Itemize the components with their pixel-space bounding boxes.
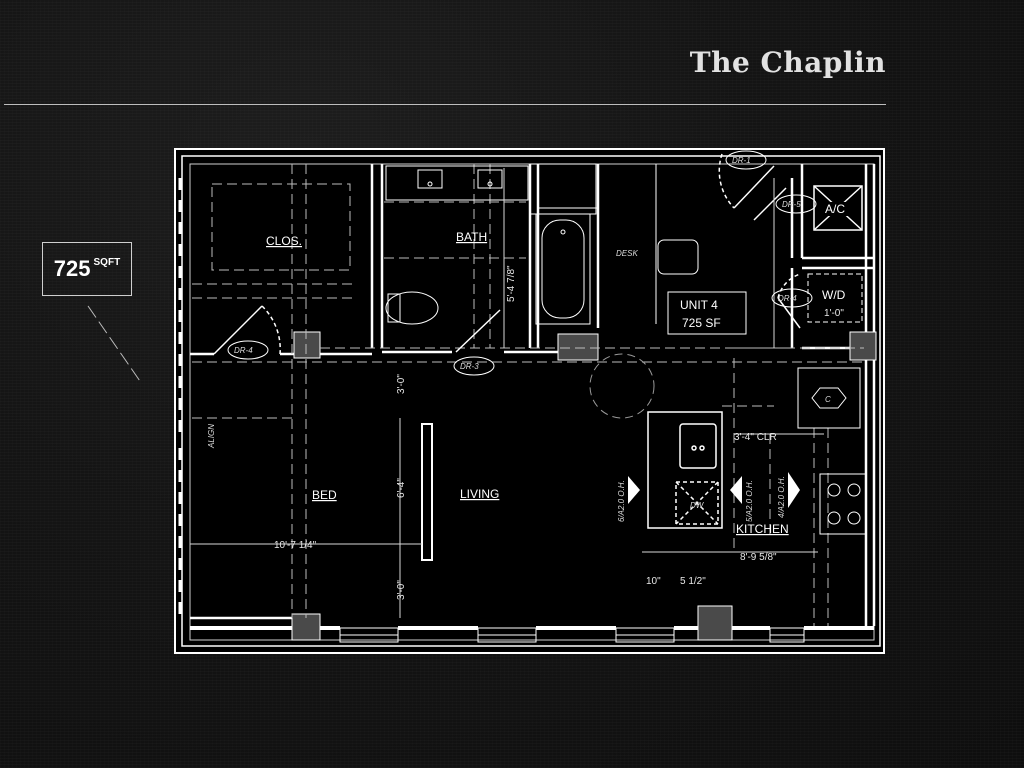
closet-hexagon [797, 367, 861, 429]
door-tag-dr4-left: DR-4 [234, 346, 253, 355]
door-tag-dr4-right: DR-4 [778, 294, 797, 303]
sqft-number: 725 [53, 256, 91, 281]
dim-bath-depth: 5'-4 7/8" [506, 265, 517, 302]
label-align: ALIGN [207, 424, 216, 449]
unit-label-box [667, 291, 747, 335]
dim-kitchen-clr: 3'-4" CLR [734, 432, 777, 443]
room-label-bath: BATH [456, 230, 487, 244]
label-dishwasher: DW [690, 501, 705, 510]
structural-columns [291, 331, 877, 641]
dim-wall-gap: 3'-0" [396, 374, 407, 394]
dim-wall-height: 6'-4" [396, 478, 407, 498]
cooktop [819, 473, 867, 535]
label-ac: A/C [825, 202, 845, 216]
partition-wall [421, 423, 433, 561]
door-tag-dr5: DR-5 [782, 200, 801, 209]
dashed-guides [192, 164, 864, 626]
room-label-living: LIVING [460, 487, 499, 501]
dimension-lines [190, 168, 824, 618]
dim-bed-width: 10'-7 1/4" [274, 540, 317, 551]
dim-kitchen-width: 8'-9 5/8" [740, 552, 777, 563]
oh-marker-right: 4/A2.0 O.H. [777, 476, 786, 518]
oh-marker-left: 6/A2.0 O.H. [617, 480, 626, 522]
label-closet-symbol: C [825, 395, 831, 404]
door-swings [213, 153, 801, 355]
room-label-closet: CLOS. [266, 234, 302, 248]
dim-wall-gap-bottom: 3'-0" [396, 580, 407, 600]
dim-wd: 1'-0" [824, 308, 844, 319]
sqft-unit: SQFT [93, 257, 121, 268]
room-label-bed: BED [312, 488, 337, 502]
dim-bottom-left: 10" [646, 576, 661, 587]
ceiling-light-outline [589, 353, 655, 419]
interior-walls [190, 164, 876, 626]
kitchen-island [647, 411, 723, 529]
title-divider [4, 104, 886, 105]
door-tag-dr1: DR-1 [732, 156, 751, 165]
door-tag-dr3: DR-3 [460, 362, 479, 371]
dim-bottom-mid: 5 1/2" [680, 576, 706, 587]
unit-name: UNIT 4 [680, 298, 718, 312]
floor-plan-drawing: CLOS. BATH BED LIVING KITCHEN DESK A/C W… [174, 148, 885, 654]
unit-area: 725 SF [682, 316, 721, 330]
door-tags [227, 150, 817, 376]
label-wd: W/D [822, 288, 846, 302]
sqft-badge: 725 SQFT [42, 242, 132, 296]
floor-plan: CLOS. BATH BED LIVING KITCHEN DESK A/C W… [174, 148, 885, 654]
washer-dryer [807, 273, 863, 323]
desk-area [655, 164, 699, 324]
bottom-windows [339, 627, 805, 643]
oh-arrows [628, 472, 800, 508]
oh-marker-mid: 5/A2.0 O.H. [745, 480, 754, 522]
room-label-desk: DESK [616, 249, 638, 258]
page-title: The Chaplin [689, 46, 886, 79]
room-label-kitchen: KITCHEN [736, 522, 789, 536]
